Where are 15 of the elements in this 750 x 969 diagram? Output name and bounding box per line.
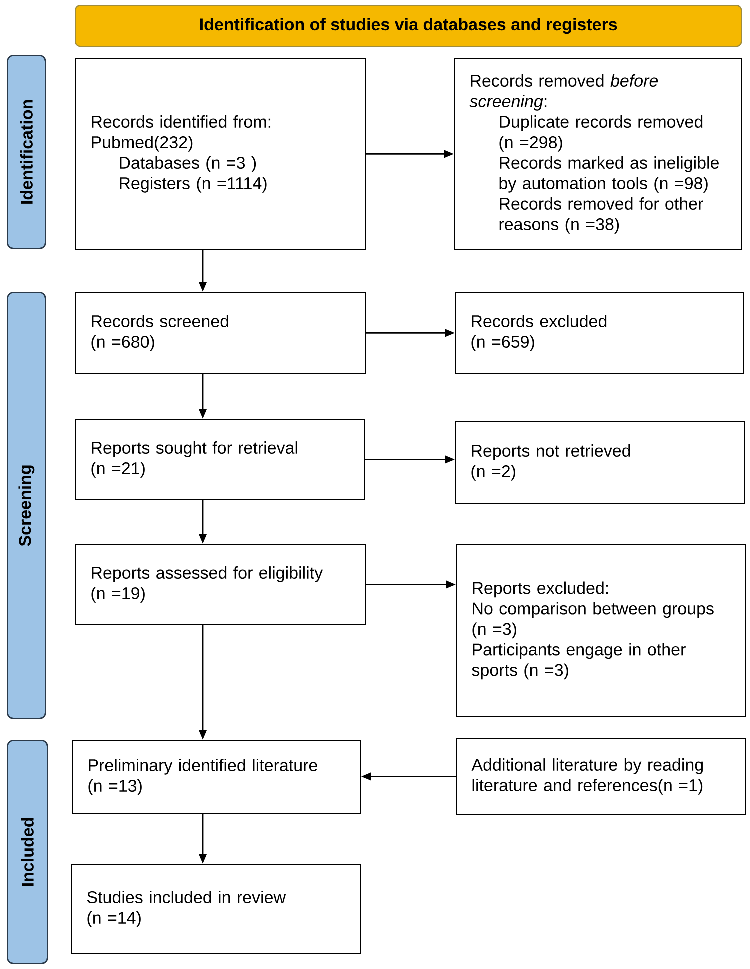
process-box: Records screened (n =680) xyxy=(75,292,366,374)
phase-band: Identification xyxy=(7,55,46,250)
title-banner: Identification of studies via databases and registers xyxy=(75,5,742,48)
process-box: Reports excluded: No comparison between groups (n =3) Participants engage in other sports (n =3) xyxy=(456,544,746,718)
process-box: Reports assessed for eligibility (n =19) xyxy=(75,544,366,626)
process-box: Reports sought for retrieval (n =21) xyxy=(75,419,366,500)
process-box: Reports not retrieved (n =2) xyxy=(455,421,746,504)
process-box: Records removed before screening: Duplicate records removed (n =298) Records marked as ineligible by automation tools (n =98) Records removed for other reasons (n =38) xyxy=(454,58,742,250)
process-box: Preliminary identified literature (n =13) xyxy=(72,740,362,814)
process-box: Records excluded (n =659) xyxy=(455,292,744,374)
process-box: Additional literature by reading literature and references(n =1) xyxy=(456,738,746,816)
process-box: Records identified from: Pubmed(232) Databases (n =3 ) Registers (n =1114) xyxy=(75,58,366,250)
process-box: Studies included in review (n =14) xyxy=(71,864,362,954)
phase-band: Screening xyxy=(7,292,46,720)
phase-band: Included xyxy=(7,740,48,964)
